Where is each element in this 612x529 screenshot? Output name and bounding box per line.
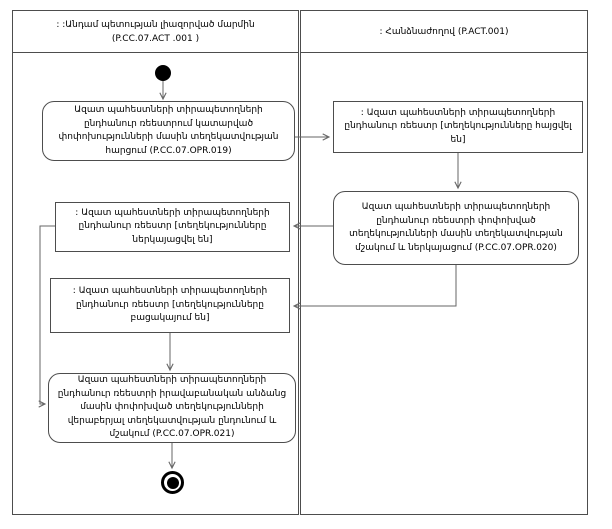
swimlane-member-state-title: : :Անդամ պետության լիազորված մարմին bbox=[56, 19, 255, 30]
final-node-core bbox=[166, 476, 179, 489]
swimlane-commission-title: : Հանձնաժողով (P.ACT.001) bbox=[379, 26, 509, 37]
object-registry-info-presented: : Ազատ պահեստների տիրապետողների ընդհանու… bbox=[55, 202, 290, 252]
initial-node bbox=[155, 65, 171, 81]
activity-process-and-present-info: Ազատ պահեստների տիրապետողների ընդհանուր … bbox=[333, 191, 579, 265]
swimlane-member-state-code: (P.CC.07.ACT .001 ) bbox=[111, 33, 200, 44]
object-registry-info-absent: : Ազատ պահեստների տիրապետողների ընդհանու… bbox=[50, 278, 290, 333]
object-registry-info-requested: : Ազատ պահեստների տիրապետողների ընդհանու… bbox=[333, 101, 583, 153]
swimlane-member-state-header: : :Անդամ պետության լիազորված մարմին (P.C… bbox=[13, 11, 298, 53]
activity-request-changes-info: Ազատ պահեստների տիրապետողների ընդհանուր … bbox=[42, 101, 295, 161]
final-node bbox=[161, 471, 184, 494]
activity-receive-and-process-info: Ազատ պահեստների տիրապետողների ընդհանուր … bbox=[48, 373, 296, 443]
swimlane-commission-header: : Հանձնաժողով (P.ACT.001) bbox=[301, 11, 587, 53]
